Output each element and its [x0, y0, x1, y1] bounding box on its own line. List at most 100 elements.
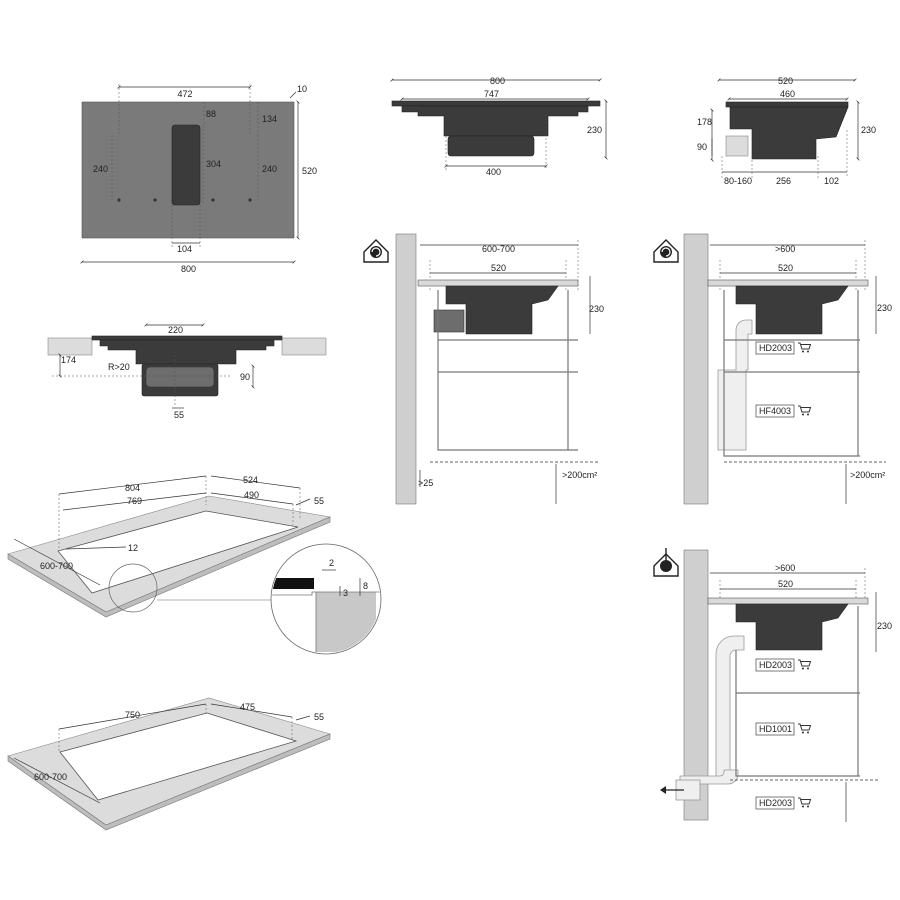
dim-cab-b-hob: 520 [778, 263, 793, 273]
dim-width: 800 [181, 264, 196, 274]
side-outlet [725, 135, 749, 157]
dim-side-rear: 102 [824, 176, 839, 186]
dim-cab-c-hob: 520 [778, 579, 793, 589]
cabinet-plinth: >600 520 HD2003 HF4003 230 >200cm² [653, 233, 892, 505]
detail-marker [108, 563, 158, 613]
dim-side-outlet-height: 90 [697, 142, 707, 152]
dim-cab-a-hob: 520 [491, 263, 506, 273]
wall [395, 233, 417, 505]
tag-box [755, 404, 795, 418]
dim-right-offset: 134 [262, 114, 277, 124]
tag-box [755, 722, 795, 736]
cutout-flush: 804 769 524 490 55 12 600-700 [7, 475, 332, 618]
dim-side-height-total: 230 [861, 125, 876, 135]
cart-icon [797, 797, 811, 808]
dim-inner-width: 769 [127, 496, 142, 506]
dim-inner-depth: 490 [244, 490, 259, 500]
dim-corner: 12 [128, 543, 138, 553]
worktop [707, 597, 869, 605]
cabinet-frame [437, 290, 578, 451]
dim-side-height: 178 [697, 117, 712, 127]
dim-outer-width: 804 [125, 483, 140, 493]
dim-cab-c-worktop: >600 [775, 563, 795, 573]
dim-worktop-depth-standard: 600-700 [34, 772, 67, 782]
dim-depth: 520 [302, 166, 317, 176]
duct-vertical [717, 319, 753, 451]
arrow-icon [660, 786, 666, 794]
recirc-filter [433, 309, 465, 333]
side-body [729, 106, 849, 160]
dim-detail-step-depth: 3 [343, 588, 348, 598]
side-view: 520 460 178 90 230 80-160 256 102 [697, 76, 876, 186]
duct-vertical [715, 635, 745, 781]
tag-box [755, 658, 795, 672]
dim-top-offset: 88 [206, 109, 216, 119]
dim-front-body: 747 [484, 89, 499, 99]
dim-install-outlet: 90 [240, 372, 250, 382]
dim-standard-depth: 475 [240, 702, 255, 712]
install-glass [91, 335, 283, 341]
dim-side-body: 460 [780, 89, 795, 99]
dim-install-radius: R>20 [108, 362, 130, 372]
cabinet-extraction: >600 520 HD2003 HD1001 HD2003 230 [653, 548, 892, 822]
tag-hf4003: HF4003 [759, 406, 791, 416]
hob-body [735, 285, 849, 335]
dim-cab-a-vent: >200cm² [562, 470, 597, 480]
dim-side-motor: 256 [776, 176, 791, 186]
worktop-standard-edge [7, 733, 331, 831]
wall [683, 233, 709, 505]
tag-box [755, 796, 795, 810]
dim-cab-b-vent: >200cm² [850, 470, 885, 480]
recirculation-plinth-icon [653, 239, 679, 263]
dim-side-overall: 520 [778, 76, 793, 86]
dim-front-overall: 800 [490, 76, 505, 86]
dim-cab-a-height: 230 [589, 304, 604, 314]
cabinet-frame [735, 606, 860, 777]
hob-body [401, 105, 589, 137]
install-body [99, 339, 275, 365]
dim-detail-step-width: 2 [329, 558, 334, 568]
dim-cab-a-gap: >25 [418, 478, 433, 488]
dim-worktop-depth-flush: 600-700 [40, 561, 73, 571]
detail-view: 2 3 8 [270, 543, 382, 655]
worktop-right [281, 337, 327, 356]
worktop [707, 279, 869, 287]
install-section: 220 174 R>20 90 55 [47, 323, 327, 420]
cutout-standard-opening [59, 712, 298, 801]
cart-icon [797, 342, 811, 353]
install-outlet [145, 366, 215, 388]
front-view: 800 747 400 230 [390, 76, 608, 177]
extraction-icon [653, 548, 679, 577]
vent-opening [171, 124, 201, 206]
dim-spacing: 472 [177, 89, 192, 99]
tag-hd2003: HD2003 [759, 343, 792, 353]
dim-cab-b-worktop: >600 [775, 244, 795, 254]
tag-hd2003-upper: HD2003 [759, 660, 792, 670]
worktop-left [47, 337, 93, 356]
wall [683, 549, 709, 821]
dim-vent-length: 304 [206, 159, 221, 169]
cart-icon [797, 723, 811, 734]
recirculation-icon [363, 239, 389, 263]
dim-flush-edge: 55 [314, 496, 324, 506]
dim-edge: 10 [297, 84, 307, 94]
dim-standard-width: 750 [125, 710, 140, 720]
cutout-standard: 750 475 55 600-700 [7, 697, 331, 831]
mount-points [117, 198, 252, 202]
worktop-flush-edge [7, 516, 331, 618]
dim-install-gap: 55 [174, 410, 184, 420]
tag-box [755, 341, 795, 355]
dim-outer-depth: 524 [243, 475, 258, 485]
cart-icon [797, 659, 811, 670]
dim-install-height: 174 [61, 355, 76, 365]
glass-top [391, 100, 601, 107]
dim-cab-c-height: 230 [877, 621, 892, 631]
dim-front-height: 230 [587, 125, 602, 135]
hob-body [735, 603, 849, 651]
cutout-flush-opening [57, 510, 299, 594]
top-view: 472 240 88 304 134 240 10 520 104 800 [80, 84, 317, 274]
dim-standard-edge: 55 [314, 712, 324, 722]
dim-cab-a-worktop: 600-700 [482, 244, 515, 254]
cart-icon [797, 405, 811, 416]
